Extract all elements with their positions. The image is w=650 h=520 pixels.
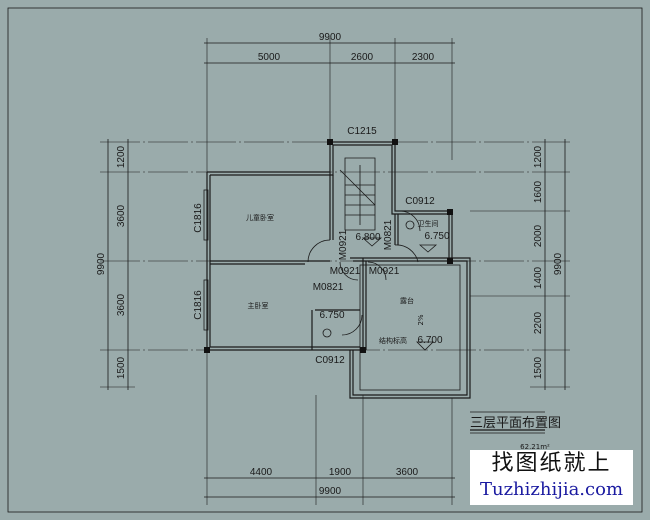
area-label: 62.21m² <box>520 443 550 451</box>
svg-text:1500: 1500 <box>533 356 544 379</box>
room-master-bedroom: 主卧室 <box>248 301 269 310</box>
svg-text:9900: 9900 <box>96 252 107 275</box>
svg-text:3600: 3600 <box>396 467 419 478</box>
svg-text:C0912: C0912 <box>315 355 345 366</box>
svg-text:6.700: 6.700 <box>417 335 442 346</box>
axis-grid <box>100 38 570 505</box>
svg-text:1200: 1200 <box>116 145 127 168</box>
svg-text:M0921: M0921 <box>330 266 361 277</box>
watermark-url: Tuzhizhijia.com <box>479 479 624 500</box>
svg-text:1600: 1600 <box>533 180 544 203</box>
walls <box>203 139 545 434</box>
drawing-frame <box>7 7 643 513</box>
svg-text:1200: 1200 <box>533 145 544 168</box>
room-labels: 儿童卧室 主卧室 卫生间 露台 结构标高 6.800 6.750 6.750 6… <box>193 126 450 366</box>
room-bathroom: 卫生间 <box>418 219 439 228</box>
svg-text:6.750: 6.750 <box>319 310 344 321</box>
svg-text:M0821: M0821 <box>383 219 394 250</box>
svg-text:9900: 9900 <box>319 32 342 43</box>
svg-text:9900: 9900 <box>319 486 342 497</box>
svg-text:6.800: 6.800 <box>355 232 380 243</box>
svg-text:9900: 9900 <box>553 252 564 275</box>
svg-text:2%: 2% <box>417 314 425 325</box>
watermark: 找图纸就上 Tuzhizhijia.com <box>470 450 633 505</box>
svg-text:6.750: 6.750 <box>424 231 449 242</box>
svg-text:2200: 2200 <box>533 311 544 334</box>
svg-text:4400: 4400 <box>250 467 273 478</box>
structure-level-label: 结构标高 <box>379 336 407 345</box>
drawing-title: 三层平面布置图 <box>470 416 561 431</box>
svg-text:3600: 3600 <box>116 293 127 316</box>
svg-text:1900: 1900 <box>329 467 352 478</box>
svg-text:5000: 5000 <box>258 52 281 63</box>
dimension-texts: 9900 5000 2600 2300 4400 1900 3600 9900 … <box>96 32 564 497</box>
svg-text:M0921: M0921 <box>369 266 400 277</box>
room-kids-bedroom: 儿童卧室 <box>246 213 274 222</box>
svg-text:C1816: C1816 <box>193 290 204 320</box>
room-terrace: 露台 <box>400 296 414 305</box>
svg-text:M0921: M0921 <box>338 229 349 260</box>
dimension-lines <box>107 42 566 498</box>
svg-text:2000: 2000 <box>533 224 544 247</box>
svg-text:1500: 1500 <box>116 356 127 379</box>
svg-text:C1816: C1816 <box>193 203 204 233</box>
svg-text:2300: 2300 <box>412 52 435 63</box>
svg-text:C0912: C0912 <box>405 196 435 207</box>
watermark-text-cn: 找图纸就上 <box>491 451 612 476</box>
svg-text:C1215: C1215 <box>347 126 377 137</box>
svg-text:3600: 3600 <box>116 204 127 227</box>
svg-text:M0821: M0821 <box>313 282 344 293</box>
svg-text:1400: 1400 <box>533 266 544 289</box>
svg-text:2600: 2600 <box>351 52 374 63</box>
